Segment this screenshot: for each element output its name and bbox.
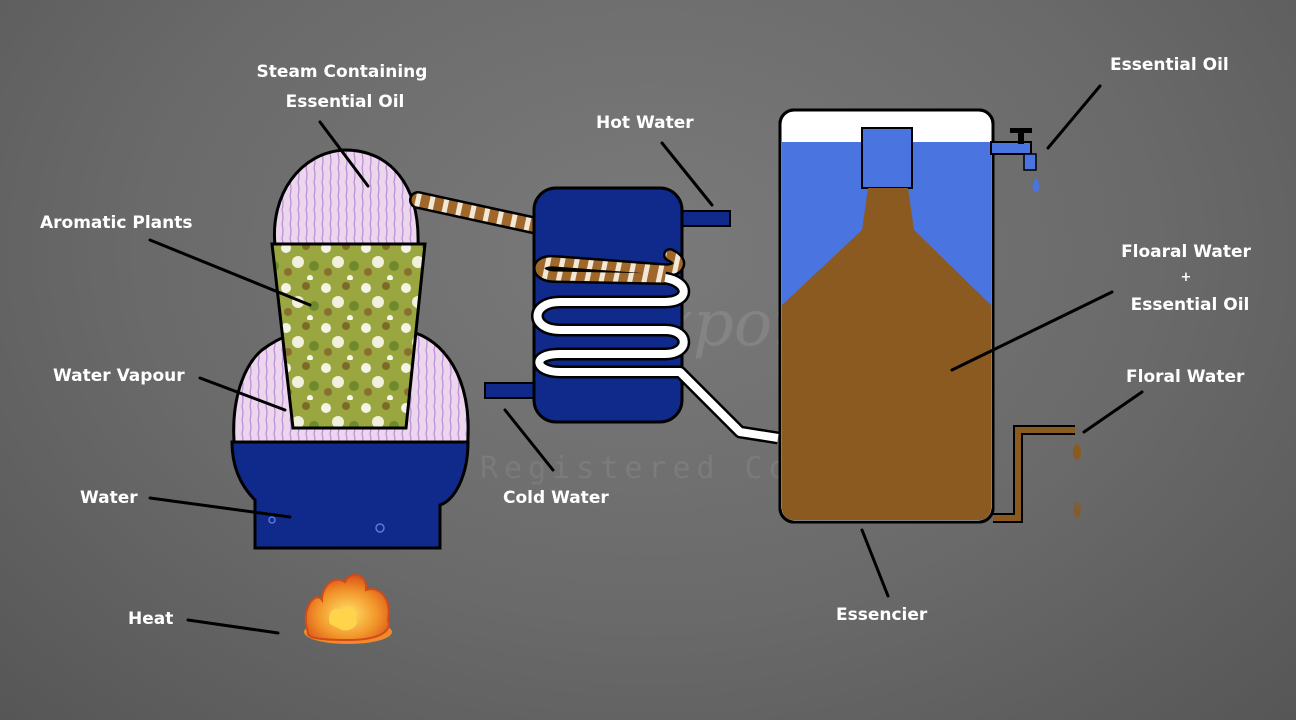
label-floaral-line2: Essential Oil [1131,295,1250,315]
label-floral-water: Floral Water [1126,367,1245,387]
plant-basket [270,242,427,430]
leader-floral-water [1082,390,1144,434]
fire-icon [304,574,392,644]
tap-handle-icon [1010,128,1032,133]
leader-aromatic [148,238,312,307]
label-essencier: Essencier [836,605,928,625]
label-steam-line1: Steam Containing [257,62,428,82]
leader-steam [318,120,370,188]
condenser [484,186,780,445]
label-cold-water: Cold Water [503,488,609,508]
label-steam-line2: Essential Oil [286,92,405,112]
water-droplet-icon [1073,444,1081,460]
floral-water-pipe [993,427,1075,521]
leader-heat [186,618,280,635]
label-aromatic-plants: Aromatic Plants [40,213,192,233]
bubble [375,523,385,533]
bubble [268,516,276,524]
inner-tube-top [861,127,913,189]
hot-water-outlet-pipe [675,210,731,227]
essencier-vessel [778,108,1081,524]
cold-water-inlet-pipe [484,382,540,399]
label-heat: Heat [128,609,173,629]
leader-water [148,496,292,519]
label-floaral-line1: Floaral Water [1121,242,1251,262]
leader-essential-oil [1046,84,1102,150]
oil-outlet-pipe [990,141,1032,155]
water-droplet-icon [1073,502,1081,518]
leader-cold-water [503,408,555,472]
label-hot-water: Hot Water [596,113,694,133]
label-floaral-plus: + [1181,270,1192,285]
boiler-water [230,440,470,550]
leader-vapour [198,376,287,412]
leader-hot-water [660,141,714,207]
oil-droplet-icon [1032,177,1040,192]
floral-water-layer [782,188,991,520]
still-vessel [230,148,470,550]
label-essential-oil: Essential Oil [1110,55,1229,75]
leader-essencier [860,528,890,598]
steam-dome [272,148,420,247]
leader-floaral [950,290,1114,372]
label-water: Water [80,488,138,508]
label-water-vapour: Water Vapour [53,366,185,386]
